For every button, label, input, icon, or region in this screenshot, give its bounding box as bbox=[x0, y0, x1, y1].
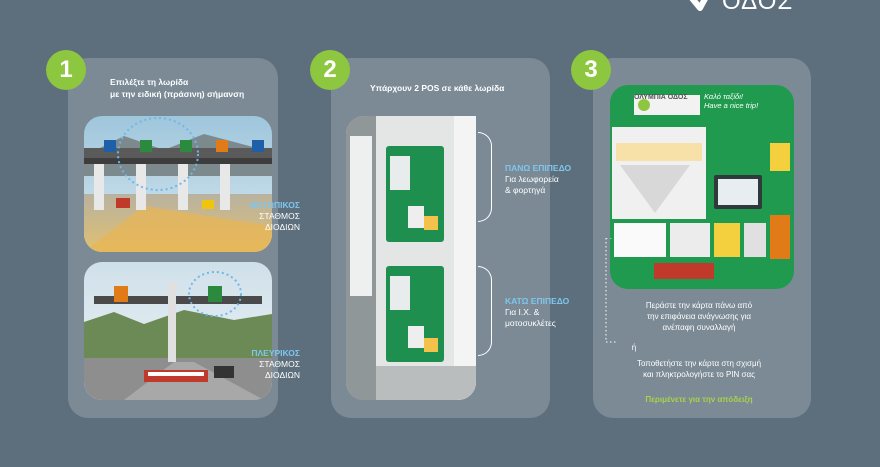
upper-level-bracket bbox=[478, 132, 492, 222]
front-station-label: ΜΕΤΩΠΙΚΟΣ ΣΤΑΘΜΟΣ ΔΙΟΔΙΩΝ bbox=[249, 200, 300, 232]
contactless-instruction: Περάστε την κάρτα πάνω από την επιφάνεια… bbox=[645, 301, 753, 332]
or-text: ή bbox=[631, 343, 637, 352]
side-station-label: ΠΛΕΥΡΙΚΟΣ ΣΤΑΘΜΟΣ ΔΙΟΔΙΩΝ bbox=[251, 348, 300, 380]
payment-machine-photo bbox=[610, 85, 794, 289]
wait-receipt-text: Περιμένετε για την απόδειξη bbox=[645, 395, 753, 404]
chip-pin-instruction: Τοποθετήστε την κάρτα στη σχισμή και πλη… bbox=[636, 359, 762, 379]
lower-level-bracket bbox=[478, 266, 492, 356]
upper-level-info: ΠΑΝΩ ΕΠΙΠΕΔΟ Για λεωφορεία & φορτηγά bbox=[505, 163, 572, 195]
step1-badge: 1 bbox=[46, 50, 86, 90]
lower-level-info: ΚΑΤΩ ΕΠΙΠΕΔΟ Για Ι.Χ. & μοτοσυκλέτες bbox=[505, 296, 570, 328]
olympia-odos-logo-icon bbox=[689, 0, 708, 11]
machine-brand-label: ΟΛΥΜΠΙΑ ΟΔΟΣ bbox=[634, 94, 688, 101]
pos-terminals-photo bbox=[346, 116, 476, 400]
step3-badge: 3 bbox=[571, 50, 611, 90]
step2-badge: 2 bbox=[310, 50, 350, 90]
dotted-connector bbox=[605, 238, 616, 343]
step2-title: Υπάρχουν 2 POS σε κάθε λωρίδα bbox=[370, 83, 505, 93]
machine-greeting: Καλό ταξίδι! Have a nice trip! bbox=[704, 92, 759, 110]
logo-text: ΟΔΟΣ bbox=[722, 0, 794, 15]
front-toll-station-photo bbox=[84, 116, 272, 252]
side-toll-station-photo bbox=[84, 262, 272, 400]
step1-title: Επιλέξτε τη λωρίδα με την ειδική (πράσιν… bbox=[110, 77, 245, 99]
